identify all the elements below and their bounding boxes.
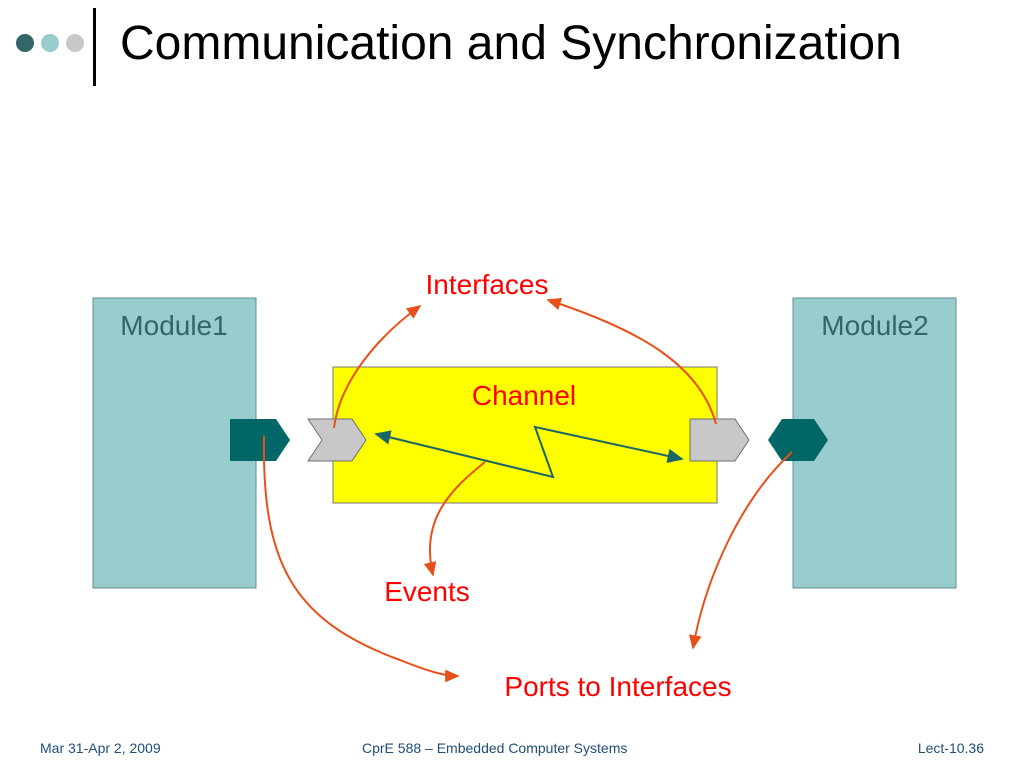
bullet-dot-gray	[66, 34, 84, 52]
arrow-interfaces-right	[546, 297, 717, 425]
events-label: Events	[384, 576, 470, 607]
interface-right	[689, 418, 750, 462]
slide-title: Communication and Synchronization	[120, 17, 902, 70]
module1-box	[92, 297, 257, 589]
footer-lecture: Lect-10.36	[917, 740, 984, 756]
channel-wire	[374, 425, 684, 479]
module1-label: Module1	[120, 310, 227, 341]
arrow-ports-right	[688, 451, 793, 650]
footer-course: CprE 588 – Embedded Computer Systems	[362, 740, 628, 756]
port-module2	[768, 419, 828, 461]
bullet-dot-light	[41, 34, 59, 52]
module2-label: Module2	[821, 310, 928, 341]
footer-date: Mar 31-Apr 2, 2009	[40, 740, 161, 756]
arrow-ports-left	[262, 435, 460, 683]
channel-label: Channel	[472, 380, 576, 411]
interface-left	[307, 418, 367, 462]
title-divider	[93, 8, 96, 86]
arrow-interfaces-left	[333, 305, 422, 429]
bullet-dot-dark	[16, 34, 34, 52]
port-module1	[230, 419, 290, 461]
ports-label: Ports to Interfaces	[504, 671, 731, 702]
interfaces-label: Interfaces	[426, 269, 549, 300]
arrow-events	[423, 461, 486, 577]
